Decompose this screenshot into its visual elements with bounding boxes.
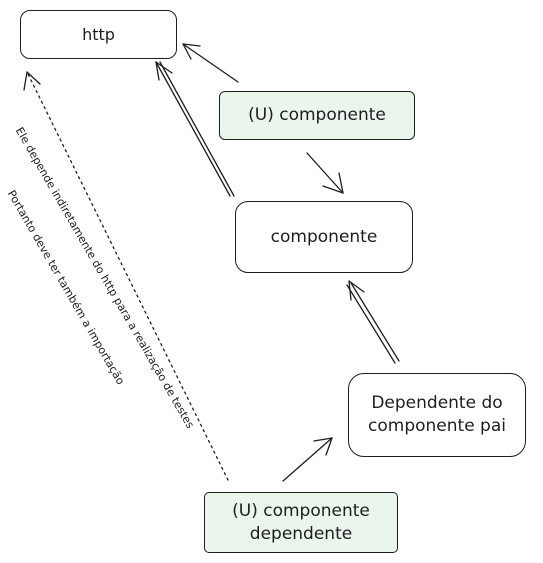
u-componente-label: (U) componente [248, 105, 386, 126]
u-dependente-label-line1: (U) componente [232, 500, 370, 521]
dependente-label-line2: componente pai [368, 416, 506, 436]
arrow-ucomp-to-comp [306, 152, 344, 194]
arrow-ucomp-to-http [182, 43, 239, 83]
u-dependente-label-line2: dependente [249, 523, 353, 544]
arrow-dep-to-comp [346, 280, 400, 364]
componente-label: componente [270, 226, 378, 247]
dependente-label-line1: Dependente do [371, 393, 503, 414]
http-label: http [82, 24, 115, 44]
dependente-node: Dependente do componente pai [348, 373, 526, 457]
arrow-comp-to-http [155, 61, 235, 197]
u-dependente-node: (U) componente dependente [204, 492, 398, 553]
u-componente-node: (U) componente [219, 91, 415, 140]
dotted-arrow-udep-to-http [23, 71, 229, 481]
arrow-udep-to-dep [282, 437, 333, 482]
componente-node: componente [235, 201, 413, 273]
http-node: http [20, 10, 177, 59]
